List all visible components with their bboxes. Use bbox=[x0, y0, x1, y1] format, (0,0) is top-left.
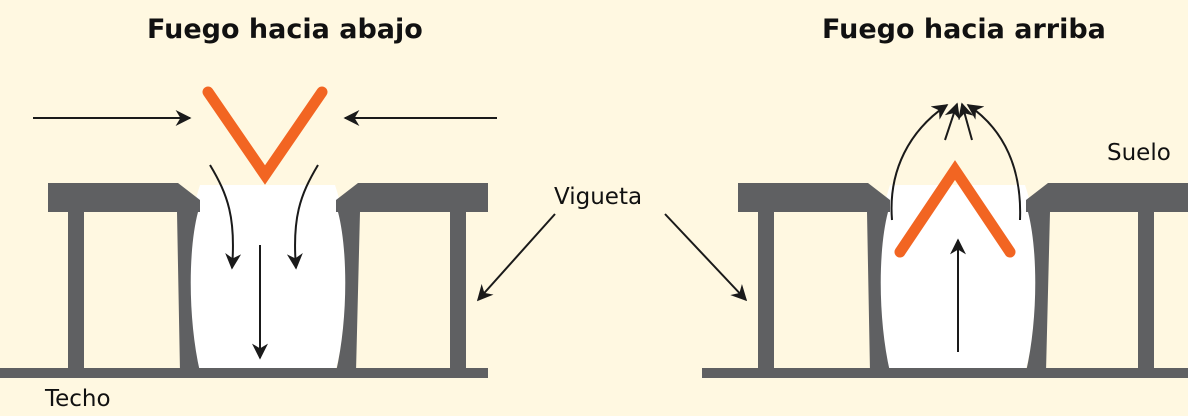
label-vigueta: Vigueta bbox=[554, 184, 643, 210]
right-joist-left bbox=[738, 183, 890, 372]
vigueta-pointer-right bbox=[664, 213, 748, 302]
right-joist-right bbox=[1026, 183, 1188, 372]
left-joist-left bbox=[48, 183, 200, 372]
label-techo: Techo bbox=[45, 386, 111, 412]
vigueta-pointer-left bbox=[476, 213, 556, 302]
left-panel bbox=[0, 86, 497, 378]
arrow-down-curve-left bbox=[209, 164, 242, 270]
right-panel bbox=[702, 102, 1188, 378]
arrow-down-curve-right bbox=[286, 164, 319, 270]
arrow-up-right bbox=[958, 102, 974, 141]
arrow-up-left bbox=[944, 102, 961, 141]
title-fire-up: Fuego hacia arriba bbox=[822, 14, 1106, 45]
left-burn-cavity bbox=[187, 185, 348, 372]
title-fire-down: Fuego hacia abajo bbox=[147, 14, 423, 45]
label-suelo: Suelo bbox=[1107, 140, 1171, 166]
ceiling-line bbox=[0, 368, 488, 378]
flame-down bbox=[202, 86, 328, 185]
left-joist-right bbox=[336, 183, 488, 372]
floor-line bbox=[702, 368, 1188, 378]
flame-up bbox=[894, 160, 1016, 258]
arrow-up-curve-right bbox=[966, 104, 1022, 221]
arrow-up-curve-left bbox=[890, 104, 949, 221]
